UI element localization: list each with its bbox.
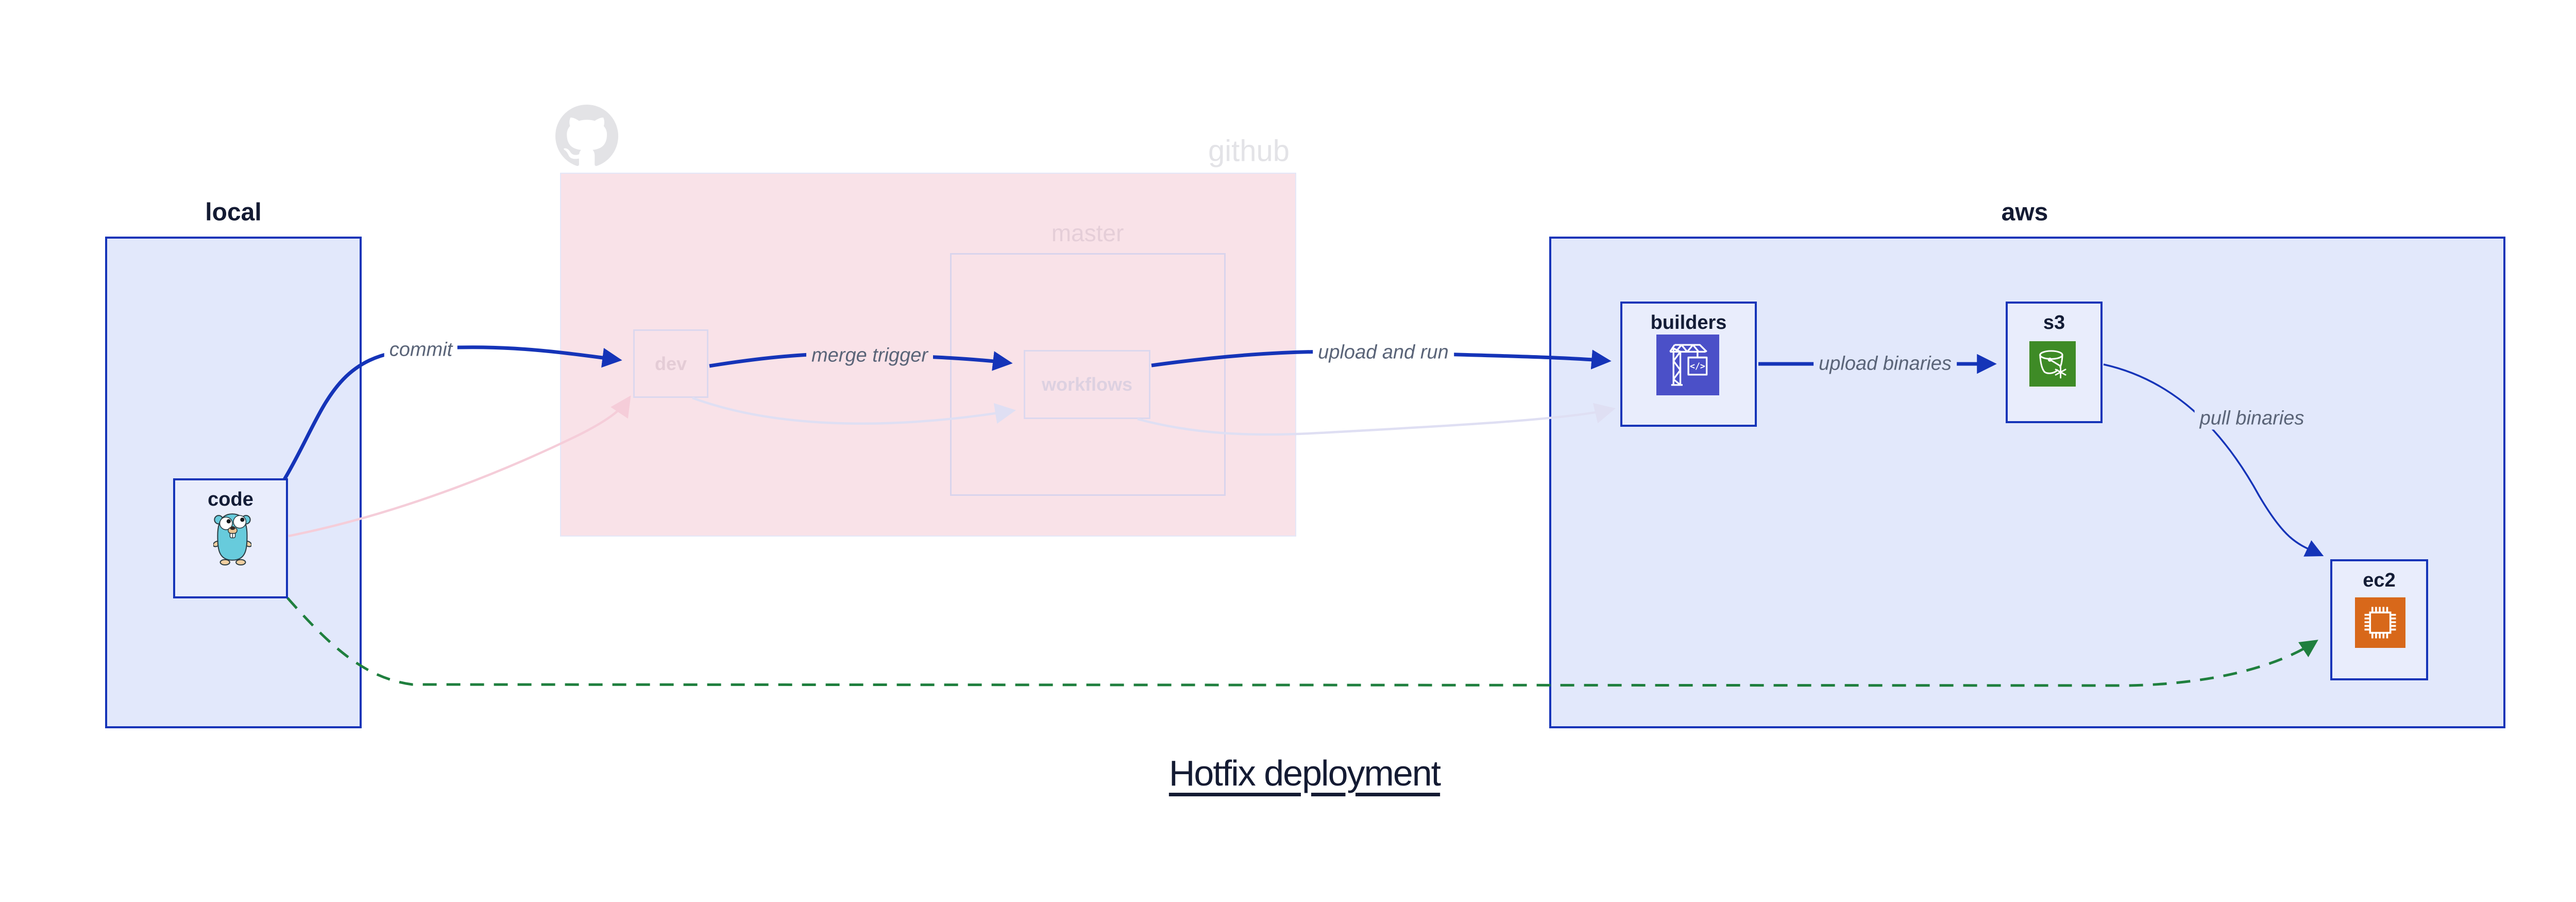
edge-label-commit: commit bbox=[384, 339, 458, 361]
codebuild-crane-icon: </> bbox=[1656, 335, 1719, 395]
node-workflows: workflows bbox=[1024, 350, 1150, 419]
edge-label-merge-trigger: merge trigger bbox=[806, 344, 933, 367]
ec2-node-label: ec2 bbox=[2363, 570, 2396, 591]
s3-glacier-bucket-icon bbox=[2029, 341, 2076, 387]
node-code: code bbox=[173, 478, 288, 598]
dev-node-label: dev bbox=[654, 353, 687, 374]
diagram-title: Hotfix deployment bbox=[1168, 753, 1441, 793]
node-dev: dev bbox=[633, 329, 708, 398]
github-group-label: github bbox=[1208, 134, 1290, 168]
code-node-label: code bbox=[208, 489, 253, 510]
node-builders: builders </> bbox=[1620, 302, 1757, 427]
node-ec2: ec2 bbox=[2330, 559, 2428, 680]
workflows-node-label: workflows bbox=[1041, 374, 1133, 395]
master-group-label: master bbox=[1051, 220, 1124, 246]
ec2-chip-icon bbox=[2355, 597, 2405, 648]
edge-label-upload-binaries: upload binaries bbox=[1814, 353, 1957, 375]
node-s3: s3 bbox=[2006, 302, 2103, 423]
s3-node-label: s3 bbox=[2043, 312, 2065, 333]
github-octocat-icon bbox=[555, 105, 618, 170]
svg-text:</>: </> bbox=[1690, 361, 1705, 371]
go-gopher-icon bbox=[212, 511, 252, 569]
local-group-label: local bbox=[205, 198, 262, 226]
builders-node-label: builders bbox=[1650, 312, 1727, 333]
edge-label-upload-and-run: upload and run bbox=[1313, 341, 1454, 364]
master-group-box bbox=[950, 253, 1226, 496]
edge-label-pull-binaries: pull binaries bbox=[2194, 407, 2310, 430]
aws-group-label: aws bbox=[2001, 198, 2048, 226]
